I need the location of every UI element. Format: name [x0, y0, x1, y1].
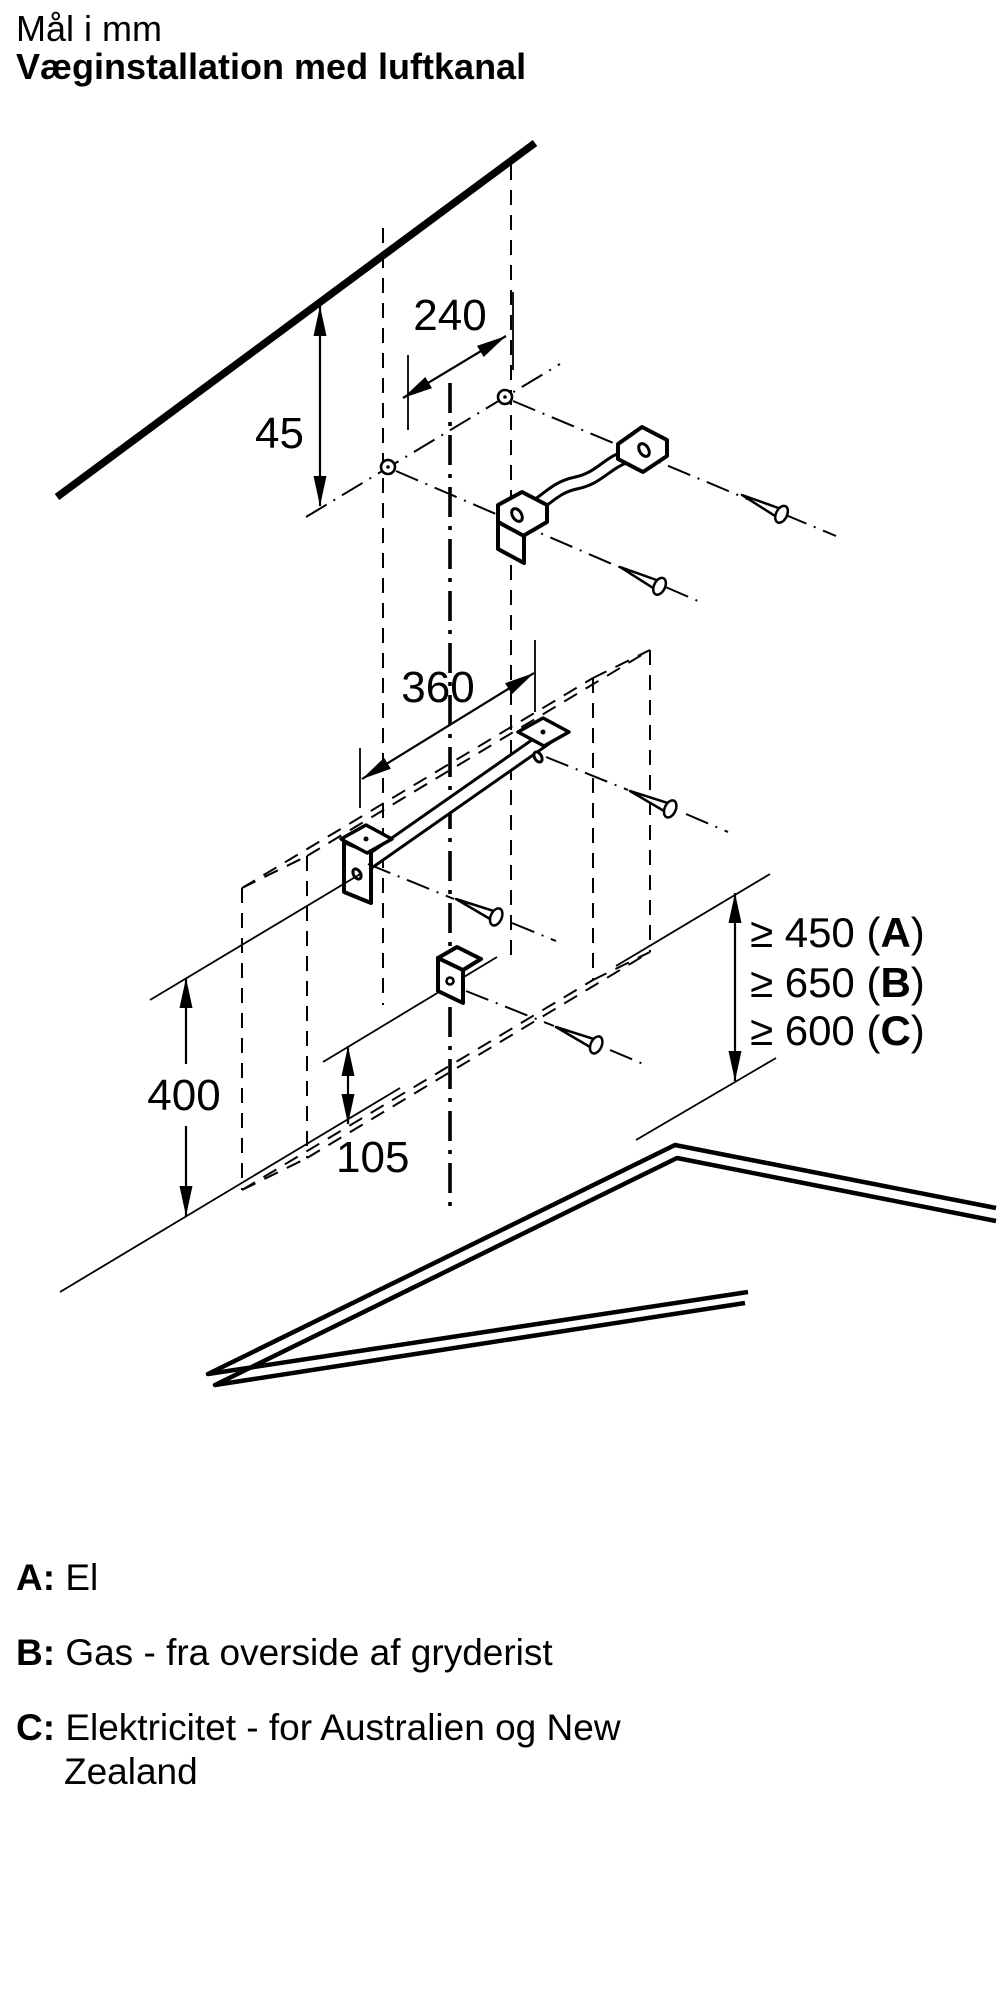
clearance-c-key: C	[880, 1007, 910, 1054]
legend: A: El B: Gas - fra overside af gryderist…	[16, 1556, 621, 1825]
hood-back-panel-dashed-outline	[241, 649, 651, 1191]
dimension-45-label: 45	[255, 409, 304, 458]
chimney-mounting-bracket	[496, 425, 669, 565]
legend-text-b: Gas - fra overside af gryderist	[65, 1632, 553, 1673]
legend-key-a: A:	[16, 1557, 56, 1598]
clearance-c-prefix: ≥ 600 (	[750, 1007, 880, 1054]
clearance-a-prefix: ≥ 450 (	[750, 909, 880, 956]
units-note: Mål i mm	[16, 8, 162, 49]
lower-safety-bracket	[322, 945, 498, 1063]
clearance-b: ≥ 650 (B)	[750, 959, 925, 1006]
clearance-c: ≥ 600 (C)	[750, 1007, 925, 1054]
dimension-45: 45	[255, 306, 327, 506]
middle-assembly-axes	[367, 756, 729, 942]
clearance-b-key: B	[880, 959, 910, 1006]
top-holes-axis-line	[305, 363, 561, 518]
legend-key-c: C:	[16, 1707, 56, 1748]
mounting-screw-icon	[454, 897, 504, 927]
dimension-105-label: 105	[336, 1133, 409, 1182]
upper-assembly-axes	[395, 400, 837, 602]
clearance-a-suffix: )	[911, 909, 925, 956]
clearance-a: ≥ 450 (A)	[750, 909, 925, 956]
mounting-screw-icon	[554, 1025, 604, 1055]
legend-text-a: El	[65, 1557, 99, 1598]
dimension-400-label: 400	[147, 1071, 220, 1120]
dimension-360-label: 360	[401, 663, 474, 712]
legend-item-b: B: Gas - fra overside af gryderist	[16, 1631, 621, 1675]
cooktop-outline	[205, 1142, 997, 1388]
clearance-dimension: ≥ 450 (A) ≥ 650 (B) ≥ 600 (C)	[615, 873, 925, 1141]
dimension-400: 400	[59, 872, 401, 1293]
wall-mounting-bar	[339, 716, 571, 905]
legend-text-c: Elektricitet - for Australien og New	[65, 1707, 621, 1748]
clearance-b-prefix: ≥ 650 (	[750, 959, 880, 1006]
wall-drill-holes	[379, 388, 514, 476]
mounting-screw-icon	[618, 565, 668, 596]
hole-axis-dashed-lines	[382, 165, 512, 1005]
dimension-240-label: 240	[413, 291, 486, 340]
dimension-240: 240	[402, 291, 514, 430]
clearance-a-key: A	[880, 909, 910, 956]
mounting-screw-icon	[628, 789, 678, 819]
lower-assembly-axis	[465, 990, 649, 1067]
legend-text-c-line2: Zealand	[64, 1751, 198, 1792]
legend-item-a: A: El	[16, 1556, 621, 1600]
dimension-105: 105	[336, 1046, 409, 1182]
ceiling-line	[54, 139, 538, 501]
mounting-screw-icon	[740, 493, 790, 524]
dimension-360: 360	[359, 640, 536, 808]
clearance-b-suffix: )	[911, 959, 925, 1006]
page-title: Væginstallation med luftkanal	[16, 46, 527, 87]
legend-key-b: B:	[16, 1632, 56, 1673]
clearance-c-suffix: )	[911, 1007, 925, 1054]
